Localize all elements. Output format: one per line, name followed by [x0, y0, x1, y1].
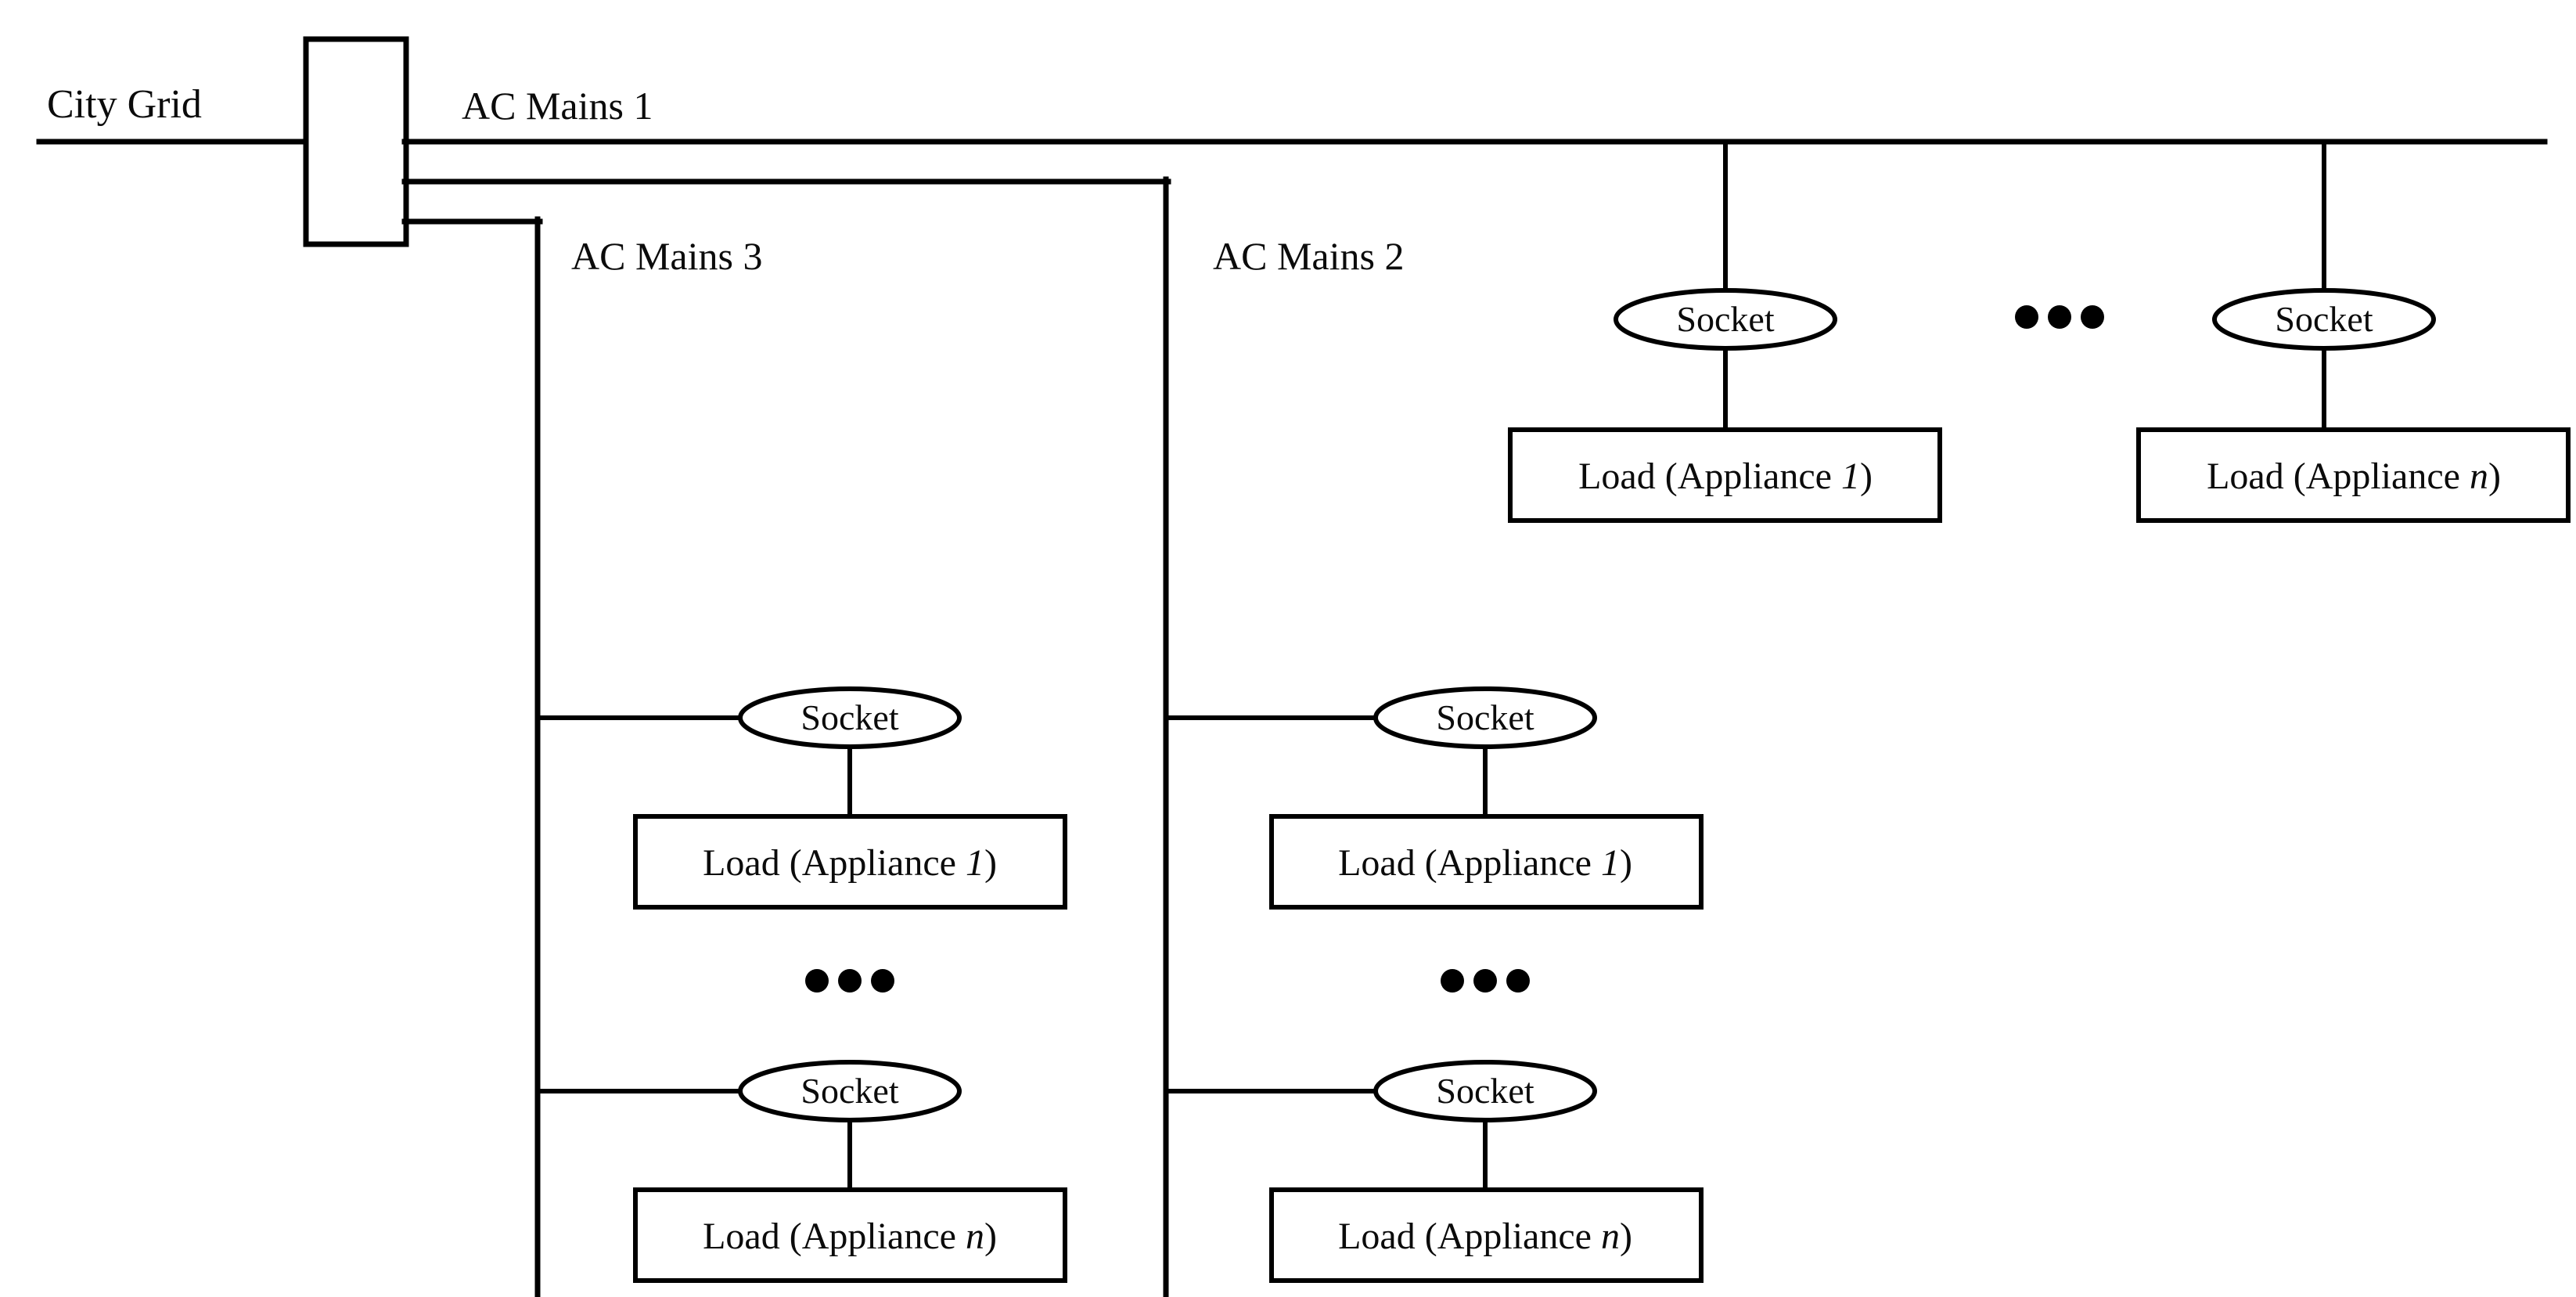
ac-mains-2-load-1-label: Load (Appliance 1)	[1338, 845, 1632, 882]
ac-mains-1-load-n-box	[2136, 427, 2571, 523]
ac-mains-3-label: AC Mains 3	[571, 234, 763, 278]
load-index: n	[1600, 1216, 1620, 1257]
ac-mains-2-load-n-box	[1269, 1187, 1704, 1283]
distribution-box	[303, 36, 409, 247]
load-index: 1	[965, 842, 984, 884]
load-suffix: )	[984, 1216, 997, 1257]
ac-mains-3-socket-1-label[interactable]: Socket	[801, 697, 899, 737]
load-suffix: )	[984, 842, 997, 884]
ac-mains-3-load-1-label: Load (Appliance 1)	[703, 845, 997, 882]
ac-mains-2-socket-n-label[interactable]: Socket	[1436, 1071, 1534, 1111]
city-grid-label: City Grid	[47, 82, 202, 127]
load-suffix: )	[1619, 842, 1632, 884]
load-index: 1	[1600, 842, 1620, 884]
load-index: n	[965, 1216, 984, 1257]
ac-mains-3-ellipsis-dots	[805, 969, 894, 993]
ac-mains-2-socket-1-label[interactable]: Socket	[1436, 697, 1534, 737]
load-suffix: )	[2488, 456, 2501, 497]
load-text: Load (Appliance	[2207, 456, 2470, 497]
ac-mains-1-label: AC Mains 1	[462, 84, 653, 128]
ac-mains-1-socket-n-label[interactable]: Socket	[2275, 299, 2373, 339]
load-text: Load (Appliance	[1338, 1216, 1601, 1257]
load-suffix: )	[1619, 1216, 1632, 1257]
load-text: Load (Appliance	[1578, 456, 1841, 497]
ac-mains-3-load-1-box	[633, 814, 1067, 910]
load-text: Load (Appliance	[703, 1216, 966, 1257]
load-index: n	[2469, 456, 2488, 497]
ac-mains-3-load-n-label: Load (Appliance n)	[703, 1218, 997, 1256]
load-text: Load (Appliance	[1338, 842, 1601, 884]
ac-mains-2-label: AC Mains 2	[1213, 234, 1405, 278]
ac-mains-2-load-1-box	[1269, 814, 1704, 910]
ac-mains-1-ellipsis-dots	[2015, 305, 2104, 329]
ac-mains-2-ellipsis-dots	[1441, 969, 1530, 993]
load-text: Load (Appliance	[703, 842, 966, 884]
ac-mains-2-load-n-label: Load (Appliance n)	[1338, 1218, 1632, 1256]
ac-mains-3-load-n-box	[633, 1187, 1067, 1283]
ac-mains-1-load-1-label: Load (Appliance 1)	[1578, 458, 1873, 495]
ac-mains-3-socket-n-label[interactable]: Socket	[801, 1071, 899, 1111]
load-suffix: )	[1859, 456, 1873, 497]
load-index: 1	[1840, 456, 1860, 497]
ac-mains-1-socket-1-label[interactable]: Socket	[1676, 299, 1775, 339]
ac-mains-1-load-n-label: Load (Appliance n)	[2207, 458, 2501, 495]
ac-mains-1-load-1-box	[1508, 427, 1942, 523]
